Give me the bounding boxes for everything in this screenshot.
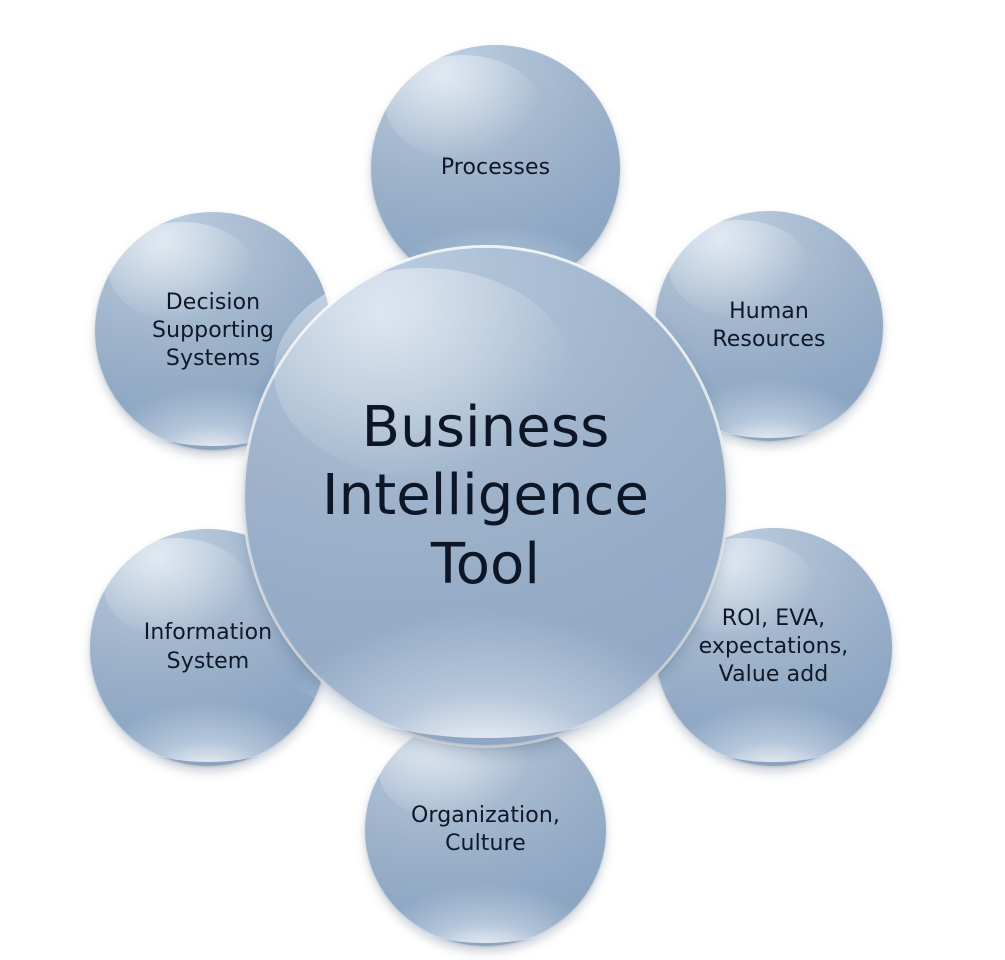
bubble-label-roi-eva: ROI, EVA, expectations, Value add bbox=[698, 605, 849, 688]
bubble-human-resources: Human Resources bbox=[655, 211, 883, 441]
bubble-organization-culture: Organization, Culture bbox=[365, 714, 606, 946]
bubble-label-processes: Processes bbox=[440, 155, 551, 181]
bubble-label-information-system: Information System bbox=[143, 620, 273, 674]
bubble-center-business-intelligence-tool: Business Intelligence Tool bbox=[245, 248, 726, 745]
bubble-label-decision-supporting-systems: Decision Supporting Systems bbox=[152, 289, 274, 372]
bubble-decision-supporting-systems: Decision Supporting Systems bbox=[95, 212, 331, 450]
bubble-label-human-resources: Human Resources bbox=[712, 298, 826, 352]
bubble-label-organization-culture: Organization, Culture bbox=[411, 802, 560, 856]
bubble-label-center: Business Intelligence Tool bbox=[321, 395, 650, 597]
